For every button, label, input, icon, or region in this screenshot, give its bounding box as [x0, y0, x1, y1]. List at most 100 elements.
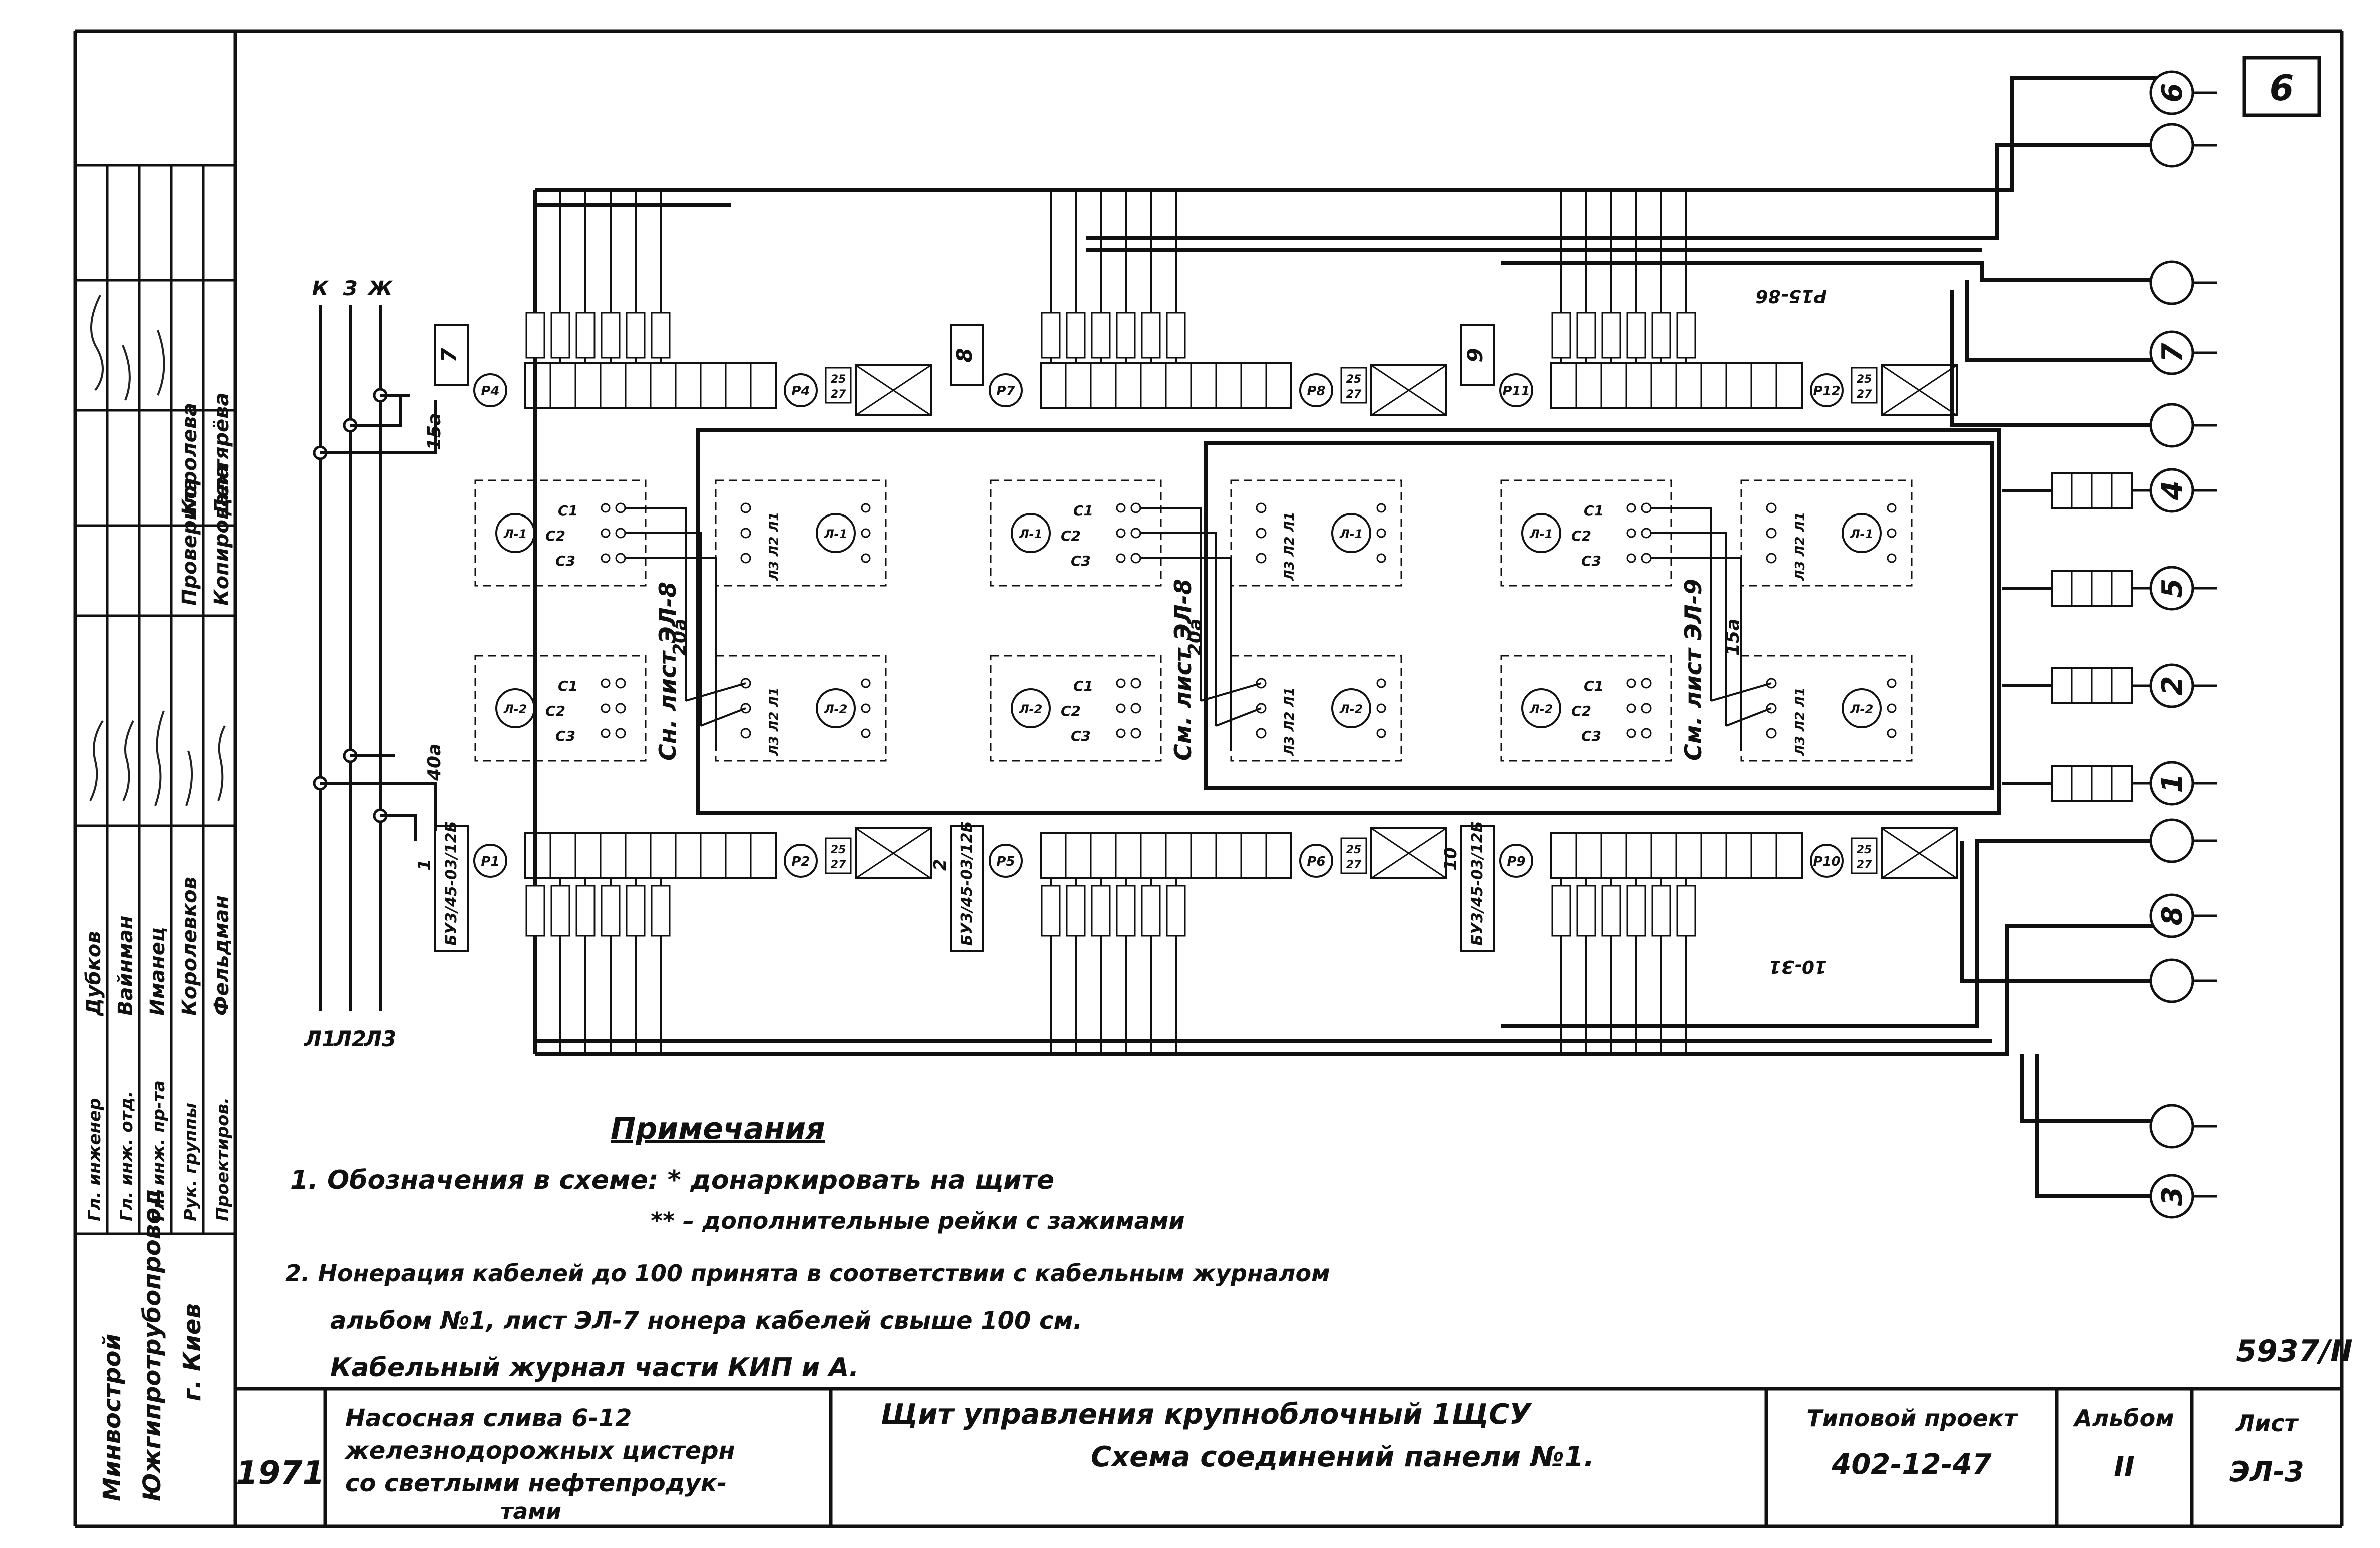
connector-label: 1 — [2156, 774, 2189, 793]
contact-terminal — [1641, 528, 1652, 539]
crossed-block — [855, 364, 932, 416]
terminal-pair — [1851, 367, 1878, 404]
stamp-check-role: Копировала — [210, 465, 233, 606]
contact-terminal — [1256, 528, 1267, 539]
relay-symbol — [473, 844, 507, 878]
crossed-block-cross — [855, 827, 931, 879]
contact-terminal — [1641, 553, 1652, 564]
contact-terminal — [1256, 502, 1267, 513]
org-name-line1: Минвострой — [98, 1334, 126, 1501]
sheet-number: ЭЛ-3 — [2229, 1456, 2304, 1488]
contact-terminal — [1116, 528, 1126, 538]
project-number: 402-12-47 — [1831, 1448, 1991, 1481]
bus-label: Л3 — [363, 1026, 396, 1051]
connector-circle: 2 — [2149, 663, 2217, 708]
terminal-block — [2002, 765, 2151, 802]
cable-marker — [1166, 885, 1186, 937]
contact-terminal — [615, 502, 626, 513]
bus-rating: 20а — [1185, 619, 1206, 656]
contact-label: С1 — [1584, 502, 1604, 519]
device-label: Л-2 — [1339, 702, 1363, 716]
org-name-line3: г. Киев — [178, 1303, 206, 1401]
contact-terminal — [601, 528, 611, 538]
contact-terminal — [861, 553, 871, 563]
bus-rating: 15а — [424, 413, 445, 450]
contact-terminal — [1887, 553, 1897, 563]
cable-marker — [1041, 885, 1061, 937]
contact-label: С2 — [1061, 703, 1081, 719]
device-label: Л-2 — [1019, 702, 1043, 716]
panel-number: 7 — [437, 348, 461, 363]
contact-terminal — [1130, 703, 1141, 714]
contact-terminal — [1256, 728, 1267, 739]
device-label: Л-2 — [503, 702, 527, 716]
cable-marker — [550, 885, 570, 937]
signatures — [89, 295, 226, 806]
stamp-role: Гл. инженер — [85, 1098, 105, 1221]
contact-terminal — [861, 503, 871, 513]
crossed-block-cross — [855, 364, 931, 416]
contact-terminal — [740, 502, 751, 513]
contact-terminal — [1376, 553, 1386, 563]
device-label: Л-1 — [1529, 527, 1553, 541]
device-wiring — [1141, 507, 1262, 751]
contact-terminal — [740, 728, 751, 739]
relay-symbol — [1299, 373, 1333, 407]
crossed-block — [1881, 364, 1958, 416]
crossed-block-cross — [1881, 827, 1957, 879]
contact-terminal — [740, 703, 751, 714]
cable-marker — [1141, 885, 1161, 937]
crossed-block-cross — [1371, 364, 1447, 416]
connector-circle: 7 — [2149, 330, 2217, 375]
connector-circle — [2149, 958, 2217, 1003]
contact-terminal — [1116, 503, 1126, 513]
cable-marker — [1651, 312, 1671, 359]
cable-marker — [601, 885, 621, 937]
contact-terminal — [1116, 728, 1126, 738]
relay-label: Р4 — [481, 384, 499, 399]
cable-marker — [1551, 312, 1571, 359]
title-block: 1971 Насосная слива 6-12 железнодорожных… — [235, 1334, 2353, 1526]
contact-terminal — [1641, 728, 1652, 739]
contact-terminal — [1766, 728, 1777, 739]
cable-marker — [651, 885, 671, 937]
object-name-line4: тами — [500, 1499, 561, 1524]
notes: Примечания 1. Обозначения в схеме: * дон… — [285, 1111, 1330, 1383]
terminal-number: 27 — [831, 388, 846, 401]
object-name-line3: со светлыми нефтепродук- — [345, 1469, 727, 1497]
device-label: Л-1 — [1019, 527, 1043, 541]
cable-trunks — [533, 76, 2157, 1198]
bus-label: З — [343, 277, 357, 300]
stamp-check-name: Дехтярёва — [210, 393, 233, 517]
cable-marker — [525, 312, 545, 359]
relay-label: Р5 — [996, 854, 1015, 869]
terminal-number: 25 — [1857, 844, 1872, 856]
cable-marker — [1576, 885, 1596, 937]
year: 1971 — [236, 1455, 325, 1492]
contact-terminal — [615, 703, 626, 714]
contact-terminal — [1887, 678, 1897, 688]
contact-terminal — [861, 678, 871, 688]
album-number: II — [2114, 1451, 2135, 1483]
contact-terminal — [861, 728, 871, 738]
terminal-code: БУ3/45-03/12Б — [443, 821, 460, 946]
cable-marker — [651, 312, 671, 359]
panel-number-box — [434, 324, 469, 386]
contact-label: С1 — [558, 678, 578, 694]
terminal-number: 25 — [1857, 373, 1872, 386]
terminal-number: 27 — [1346, 388, 1362, 401]
device-symbol — [816, 513, 856, 553]
contact-terminal — [1116, 678, 1126, 688]
connector-symbol — [2149, 260, 2194, 305]
bus-rating: 40а — [424, 744, 445, 781]
contact-terminal — [1887, 528, 1897, 538]
contact-terminal — [1376, 728, 1386, 738]
crossed-block — [1370, 364, 1447, 416]
contact-terminal — [1376, 503, 1386, 513]
cable-marker — [626, 885, 646, 937]
terminal-number: 25 — [831, 844, 846, 856]
bus-label: Л1 — [303, 1026, 336, 1051]
panel-bottom-number: 1 — [415, 859, 435, 871]
